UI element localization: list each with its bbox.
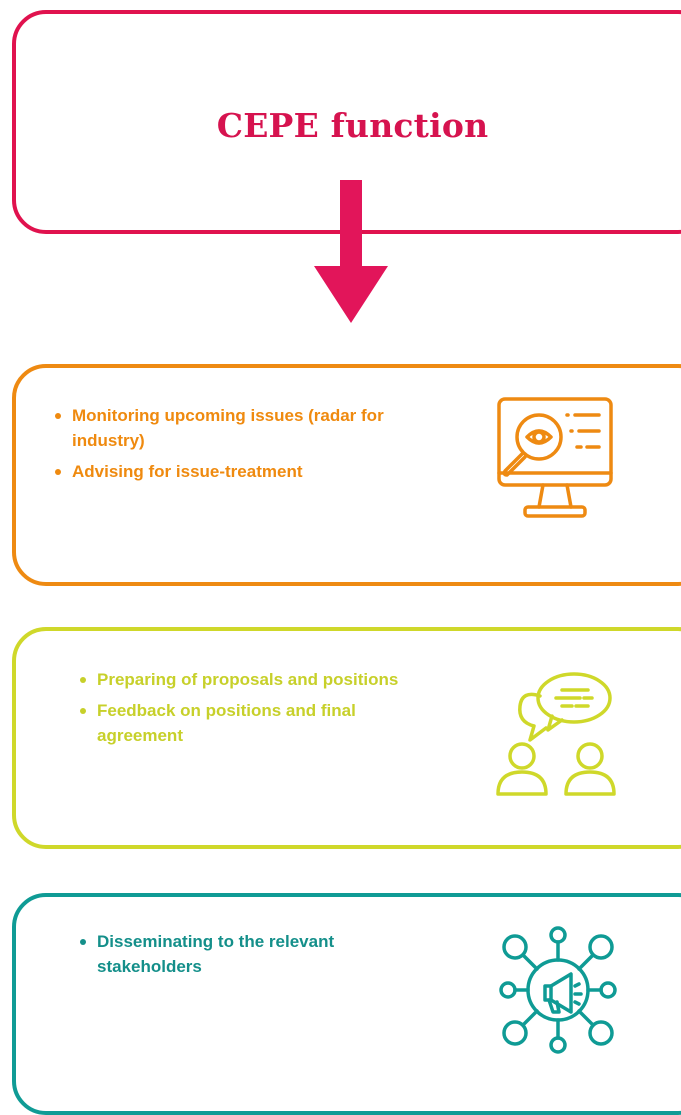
- monitor-magnifier-icon: [497, 397, 613, 518]
- down-arrow-icon: [314, 180, 388, 323]
- people-conversation-icon: [496, 672, 616, 796]
- bullet-list-monitoring: Monitoring upcoming issues (radar for in…: [55, 403, 415, 490]
- section-box-monitoring: [12, 364, 681, 586]
- megaphone-network-icon: [499, 926, 617, 1054]
- list-item: Preparing of proposals and positions: [80, 667, 400, 692]
- list-item: Advising for issue-treatment: [55, 459, 415, 484]
- list-item: Disseminating to the relevant stakeholde…: [80, 929, 380, 979]
- list-item: Monitoring upcoming issues (radar for in…: [55, 403, 415, 453]
- list-item: Feedback on positions and final agreemen…: [80, 698, 400, 748]
- bullet-list-proposals: Preparing of proposals and positions Fee…: [80, 667, 400, 754]
- diagram-title: CEPE function: [216, 106, 489, 145]
- bullet-list-dissemination: Disseminating to the relevant stakeholde…: [80, 929, 380, 985]
- section-box-proposals: [12, 627, 681, 849]
